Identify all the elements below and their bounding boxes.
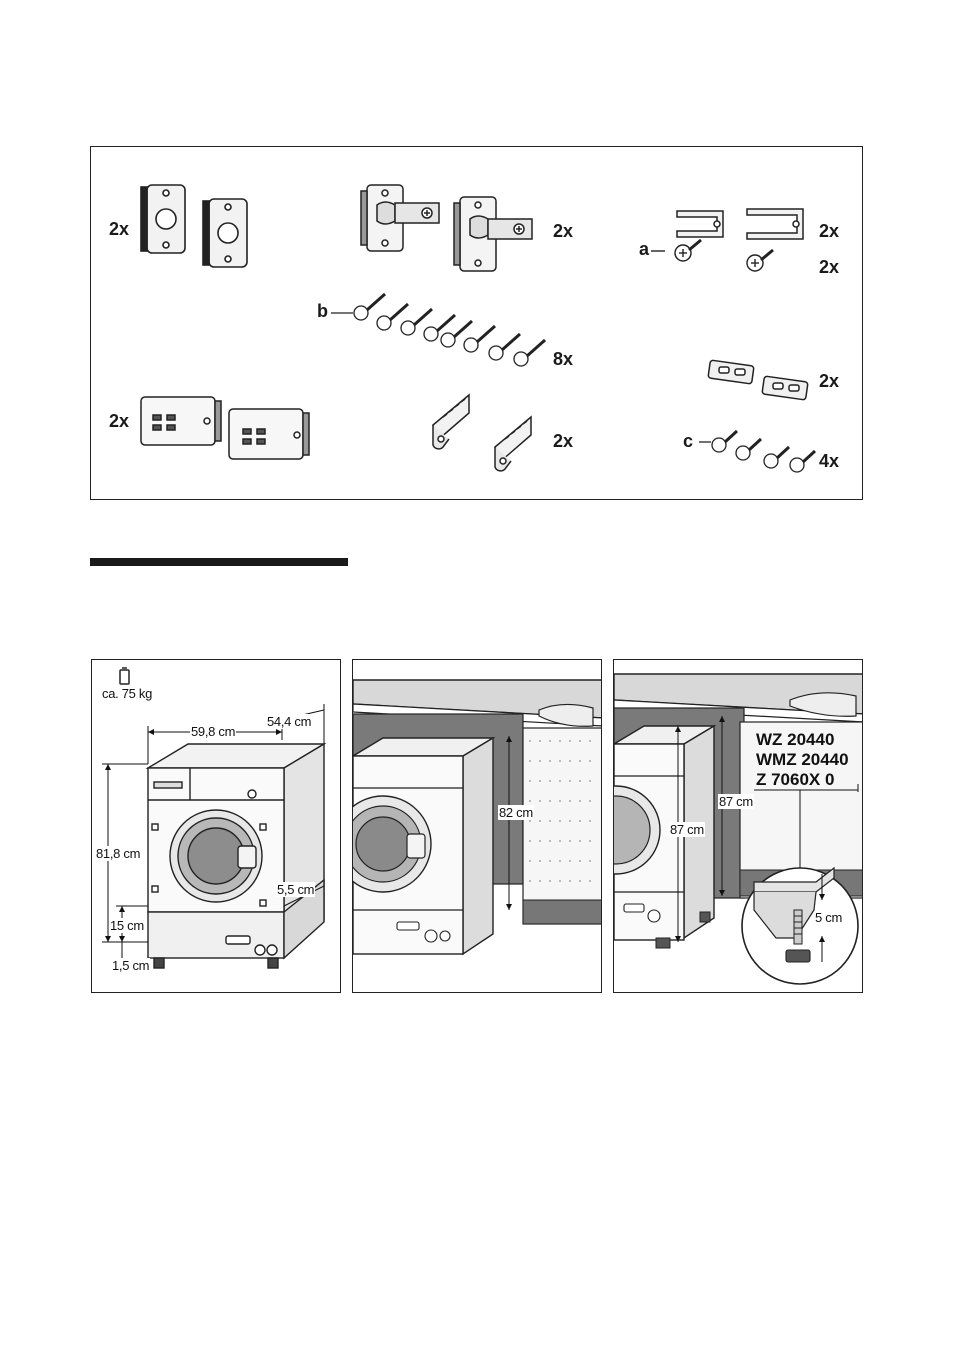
hinge-icon-2 [454,197,532,271]
accessories-panel: 2x 2x 2x 2x 8x 2x 2x 2x 4x a b c [90,146,863,500]
depth-label: 54,4 cm [266,714,312,729]
qty-screw-a: 2x [819,257,839,278]
screw-a-icon [651,240,701,261]
niche-82-drawing [353,660,602,993]
gap-back-label: 5,5 cm [276,882,315,897]
niche-87-panel: 87 cm 87 cm 5 cm WZ 20440 WMZ 20440 Z 70… [613,659,863,993]
shim-icon [708,360,808,400]
model-2: WMZ 20440 [756,750,849,770]
accessories-drawing [91,147,863,500]
plinth-label: 15 cm [109,918,145,933]
width-label: 59,8 cm [190,724,236,739]
qty-covers: 2x [109,411,129,432]
label-b: b [317,301,328,322]
niche-82-panel: 82 cm [352,659,602,993]
qty-shims: 2x [819,371,839,392]
weight-label: ca. 75 kg [101,686,153,701]
niche-87-label: 87 cm [718,794,754,809]
cover-icon-2 [229,409,309,459]
hinge-icon [361,185,439,251]
weight-icon [120,668,129,684]
foot-extension-label: 5 cm [814,910,843,925]
washing-machine-drawing [92,660,341,993]
screws-b-icon [331,294,545,366]
qty-hinges: 2x [553,221,573,242]
model-1: WZ 20440 [756,730,849,750]
niche-87-drawing [614,660,863,993]
qty-screws-b: 8x [553,349,573,370]
feet-label: 1,5 cm [111,958,150,973]
mounting-plate-icon-2 [203,199,247,267]
clip-icon [677,211,723,237]
qty-left-plates: 2x [109,219,129,240]
screws-c-icon [699,431,815,472]
dimensions-panel: ca. 75 kg 59,8 cm 54,4 cm 81,8 cm 5,5 cm… [91,659,341,993]
model-list: WZ 20440 WMZ 20440 Z 7060X 0 [756,730,849,790]
model-3: Z 7060X 0 [756,770,849,790]
clip-icon-2 [747,209,803,239]
label-c: c [683,431,693,452]
qty-brackets: 2x [553,431,573,452]
bracket-icon [433,395,469,449]
bracket-icon-2 [495,417,531,471]
section-divider [90,558,348,566]
label-a: a [639,239,649,260]
qty-clips: 2x [819,221,839,242]
niche-82-label: 82 cm [498,805,534,820]
cover-icon [141,397,221,445]
mounting-plate-icon [141,185,185,253]
qty-screws-c: 4x [819,451,839,472]
appliance-87-label: 87 cm [669,822,705,837]
screw-a-icon-2 [747,250,773,271]
height-label: 81,8 cm [95,846,141,861]
